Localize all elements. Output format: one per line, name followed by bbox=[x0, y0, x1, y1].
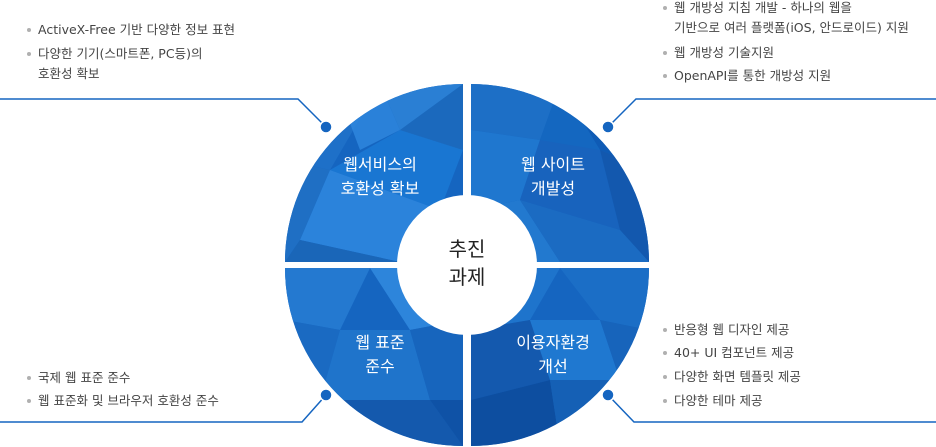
quadrant-label-standards-line2: 준수 bbox=[365, 357, 394, 376]
connector-line-tl bbox=[0, 98, 327, 128]
bullet-dot-icon bbox=[663, 375, 667, 379]
bullet-dot-icon bbox=[27, 28, 31, 32]
connector-line-bl bbox=[0, 394, 327, 423]
center-circle bbox=[397, 195, 537, 335]
bullet-dot-icon bbox=[663, 328, 667, 332]
quadrant-label-openness-line1: 웹 사이트 bbox=[521, 155, 585, 174]
connector-dot-br bbox=[601, 388, 615, 402]
connector-line-br bbox=[607, 394, 936, 423]
quadrant-label-compatibility-line2: 호환성 확보 bbox=[341, 179, 420, 198]
quadrant-label-openness-line2: 개발성 bbox=[531, 179, 575, 198]
bullet-dot-icon bbox=[663, 399, 667, 403]
quadrant-label-compatibility-line1: 웹서비스의 bbox=[343, 155, 417, 174]
bullet-dot-icon bbox=[663, 6, 667, 10]
bullet-dot-icon bbox=[27, 399, 31, 403]
center-title-line1: 추진 bbox=[449, 237, 486, 261]
quadrant-label-user-environment-line2: 개선 bbox=[538, 357, 567, 376]
bullet-dot-icon bbox=[663, 351, 667, 355]
connector-dot-tl bbox=[319, 120, 333, 134]
quadrant-label-user-environment-line1: 이용자환경 bbox=[516, 333, 590, 352]
bullet-dot-icon bbox=[663, 74, 667, 78]
connector-line-tr bbox=[607, 98, 936, 128]
connector-dot-tr bbox=[601, 120, 615, 134]
quadrant-label-standards-line1: 웹 표준 bbox=[355, 333, 404, 352]
bullet-dot-icon bbox=[663, 51, 667, 55]
bullet-dot-icon bbox=[27, 52, 31, 56]
center-title-line2: 과제 bbox=[449, 265, 486, 289]
connector-dot-bl bbox=[319, 388, 333, 402]
bullet-dot-icon bbox=[27, 376, 31, 380]
